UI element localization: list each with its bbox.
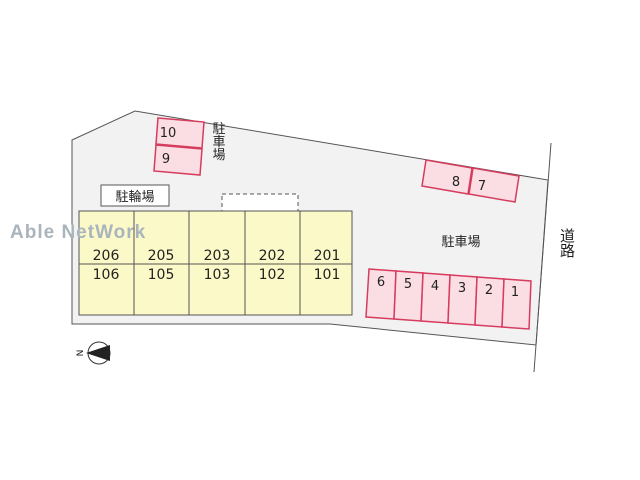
parking-label-2: 2 bbox=[485, 283, 493, 298]
parking-label-6: 6 bbox=[377, 275, 385, 290]
parking-numbers-bottom: 6 5 4 3 2 1 bbox=[377, 275, 519, 300]
building bbox=[78, 210, 353, 316]
road-label: 道路 bbox=[558, 228, 576, 258]
parking-label-7: 7 bbox=[478, 179, 486, 194]
parking-label-10: 10 bbox=[160, 126, 177, 141]
bicycle-parking-label: 駐輪場 bbox=[115, 189, 154, 205]
unit-105: 105 bbox=[148, 267, 175, 283]
parking-label-5: 5 bbox=[404, 277, 412, 292]
unit-205: 205 bbox=[148, 248, 175, 264]
parking-space-1 bbox=[501, 278, 532, 330]
unit-203: 203 bbox=[204, 248, 231, 264]
bicycle-parking-box bbox=[100, 184, 170, 207]
covered-area bbox=[221, 193, 299, 213]
parking-group-right bbox=[421, 159, 520, 203]
watermark: Able NetWork bbox=[10, 222, 147, 243]
unit-101: 101 bbox=[314, 267, 341, 283]
parking-group-bottom bbox=[365, 268, 532, 330]
unit-106: 106 bbox=[93, 267, 120, 283]
unit-labels: 206 205 203 202 201 106 105 103 102 101 bbox=[93, 248, 341, 283]
unit-202: 202 bbox=[259, 248, 286, 264]
parking-area-label-main: 駐車場 bbox=[441, 235, 480, 250]
parking-space-7 bbox=[468, 167, 520, 203]
unit-201: 201 bbox=[314, 248, 341, 264]
unit-103: 103 bbox=[204, 267, 231, 283]
parking-group-top bbox=[153, 117, 205, 176]
building-dividers bbox=[79, 211, 352, 315]
parking-space-10 bbox=[155, 117, 205, 149]
parking-label-4: 4 bbox=[431, 279, 439, 294]
north-label: N bbox=[76, 350, 86, 357]
parking-space-8 bbox=[421, 159, 473, 195]
parking-label-9: 9 bbox=[162, 152, 170, 167]
parking-area-label-side: 駐車場 bbox=[210, 122, 226, 161]
north-arrow: N bbox=[76, 341, 111, 365]
parking-space-9 bbox=[153, 144, 203, 176]
unit-206: 206 bbox=[93, 248, 120, 264]
unit-102: 102 bbox=[259, 267, 286, 283]
parking-label-8: 8 bbox=[452, 175, 460, 190]
parking-label-3: 3 bbox=[458, 281, 466, 296]
parking-label-1: 1 bbox=[511, 285, 519, 300]
road-edge bbox=[533, 142, 552, 373]
